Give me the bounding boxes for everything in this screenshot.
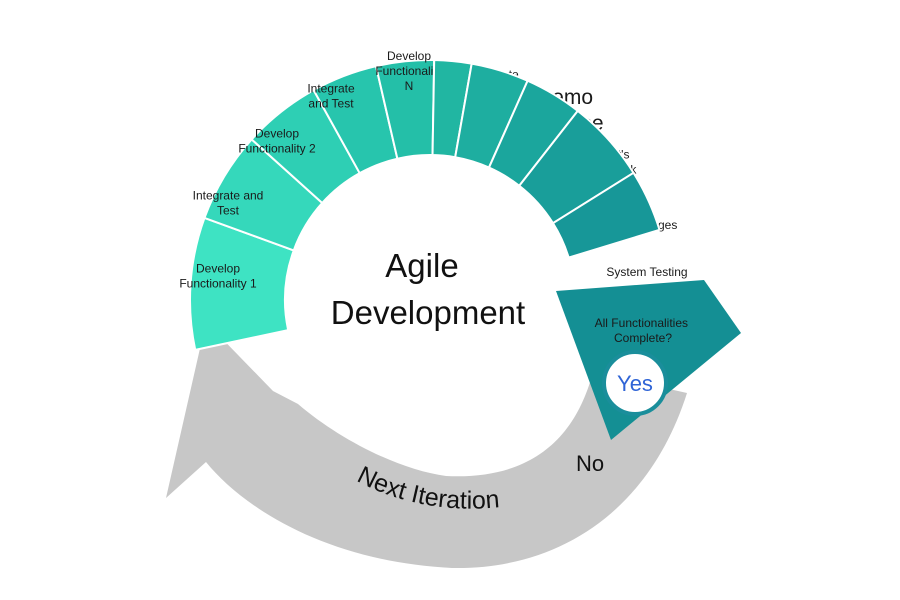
center-title-line-1: Agile xyxy=(385,247,458,284)
yes-badge-circle xyxy=(602,350,668,416)
completion-check-label: All Functionalities Complete? xyxy=(595,316,692,345)
center-title-line-2: Development xyxy=(331,294,525,331)
next-iteration-arrow-body xyxy=(166,322,687,569)
step-label-10: System Testing xyxy=(606,265,687,279)
no-label: No xyxy=(576,451,604,476)
yes-badge: Yes xyxy=(602,350,668,416)
yes-label: Yes xyxy=(617,371,653,396)
step-segment-10 xyxy=(551,171,661,259)
